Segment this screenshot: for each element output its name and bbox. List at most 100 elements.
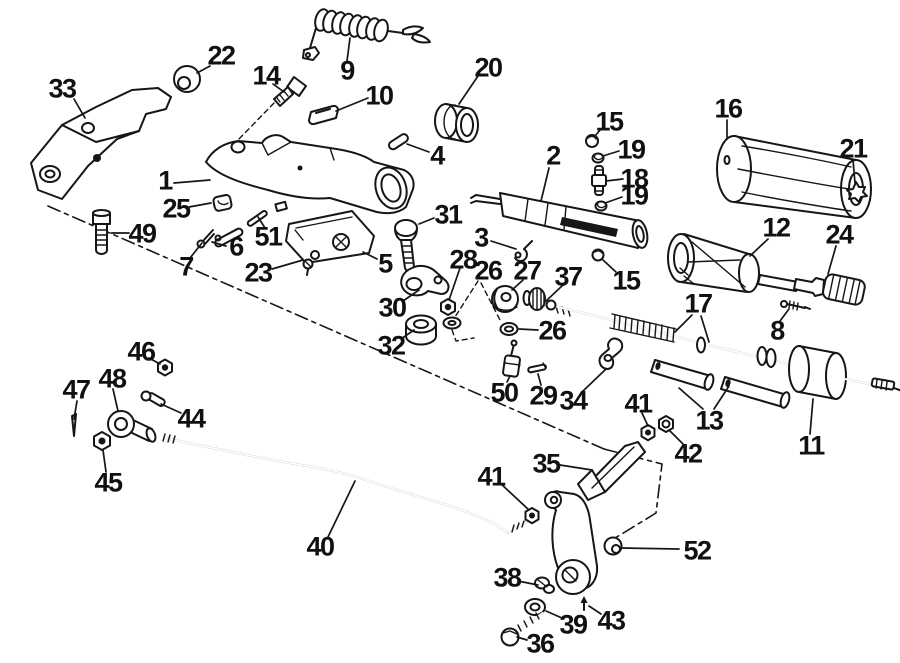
- leader-line-41-44: [499, 482, 530, 511]
- part-label-15-26: 15: [612, 265, 641, 296]
- leader-line-32-32: [400, 329, 415, 340]
- part-label-48-51: 48: [98, 363, 127, 394]
- part-label-2-16: 2: [546, 140, 561, 171]
- leader-line-38-46: [517, 580, 539, 586]
- leader-line-39-47: [545, 610, 563, 619]
- leader-line-46-50: [148, 357, 161, 365]
- part-41-nut-left-drawing: [524, 507, 540, 525]
- part-label-32-32: 32: [377, 330, 406, 361]
- part-31-bolt-drawing: [394, 219, 418, 273]
- leader-line-48-51: [112, 388, 119, 412]
- part-label-16-21: 16: [714, 93, 743, 124]
- leader-line-18-19: [605, 178, 624, 182]
- leader-line-24-24: [827, 245, 837, 275]
- leader-line-2-16: [540, 167, 550, 202]
- part-label-39-47: 39: [559, 609, 588, 640]
- leader-line-17-34: [674, 314, 693, 333]
- part-11-barrel-drawing: [788, 345, 900, 400]
- leader-line-42-42: [668, 429, 684, 445]
- part-45-nut-drawing: [93, 431, 111, 451]
- part-39-washer-drawing: [524, 598, 546, 616]
- part-label-19-20: 19: [620, 180, 649, 211]
- part-label-13-39: 13: [695, 405, 724, 436]
- part-label-7-10: 7: [179, 251, 194, 282]
- leader-line-4-6: [406, 143, 430, 153]
- part-40-shift-rod-drawing: [162, 433, 529, 534]
- leader-line-44-53: [160, 403, 182, 414]
- part-label-45-54: 45: [94, 467, 123, 498]
- part-label-51-12: 51: [254, 221, 283, 252]
- part-7-cotter-pin-drawing: [196, 229, 215, 249]
- part-4-pin-drawing: [387, 133, 409, 151]
- part-label-24-24: 24: [825, 219, 854, 250]
- leader-line-12-23: [749, 238, 769, 257]
- leader-line-19-20: [604, 196, 623, 204]
- leader-line-5-14: [362, 251, 378, 260]
- part-44-fitting-drawing: [140, 390, 166, 407]
- part-label-8-35: 8: [770, 315, 785, 346]
- part-34-anchor-clip-drawing: [598, 337, 624, 370]
- leader-line-13-39: [713, 385, 730, 410]
- leader-line-29-37: [537, 373, 542, 386]
- part-label-33-0: 33: [48, 73, 77, 104]
- part-41-nut-right-drawing: [640, 424, 656, 442]
- part-label-43-48: 43: [597, 605, 626, 636]
- part-22-cap-drawing: [173, 65, 201, 93]
- part-3-spring-clip-drawing: [514, 240, 533, 262]
- part-label-26-33: 26: [538, 315, 567, 346]
- leader-line-10-4: [335, 97, 369, 112]
- part-label-20-5: 20: [474, 52, 503, 83]
- part-label-49-9: 49: [128, 218, 157, 249]
- part-48-ball-joint-drawing: [107, 410, 157, 443]
- leader-line-15-26: [602, 259, 617, 273]
- part-15-cap-top-drawing: [585, 134, 599, 148]
- leader-lines: [73, 37, 856, 641]
- part-label-5-14: 5: [378, 248, 393, 279]
- part-52-washer-drawing: [603, 536, 623, 556]
- part-17-cable-drawing: [545, 299, 793, 368]
- part-10-clip-drawing: [308, 104, 339, 126]
- leader-line-14-2: [272, 83, 285, 93]
- part-6-link-drawing: [214, 227, 244, 248]
- leader-line-52-45: [621, 547, 680, 550]
- part-37-nut-drawing: [522, 287, 546, 311]
- part-43-pin-drawing: [580, 596, 588, 611]
- part-29-pin-drawing: [527, 362, 547, 374]
- part-label-23-13: 23: [244, 257, 273, 288]
- part-label-10-4: 10: [365, 80, 394, 111]
- part-label-28-27: 28: [449, 244, 478, 275]
- part-21-star-washer-drawing: [846, 181, 868, 203]
- part-label-27-29: 27: [513, 255, 542, 286]
- part-label-14-2: 14: [252, 60, 281, 91]
- part-19-seat-bottom-drawing: [594, 200, 608, 212]
- part-26-washer-bottom-drawing: [499, 322, 519, 336]
- part-label-36-49: 36: [526, 628, 555, 659]
- part-label-25-8: 25: [162, 193, 191, 224]
- leader-line-7-10: [189, 242, 203, 259]
- leader-line-15-17: [594, 128, 602, 137]
- part-label-9-3: 9: [340, 55, 355, 86]
- part-label-40-55: 40: [306, 531, 335, 562]
- part-8-screw-drawing: [780, 300, 811, 311]
- part-label-38-46: 38: [493, 562, 522, 593]
- part-28-nut-drawing: [440, 298, 456, 316]
- leader-line-40-55: [327, 480, 356, 538]
- part-25-bushing-drawing: [212, 194, 233, 212]
- leader-line-21-22: [852, 159, 856, 184]
- part-label-11-40: 11: [798, 430, 825, 461]
- leader-line-45-54: [102, 449, 107, 473]
- leader-line-25-8: [188, 202, 212, 208]
- leader-line-47-52: [73, 400, 78, 420]
- leader-line-33-0: [73, 98, 86, 119]
- part-label-34-38: 34: [559, 385, 588, 416]
- leader-line-22-1: [196, 65, 211, 74]
- part-label-41-44: 41: [477, 461, 506, 492]
- leader-line-28-27: [448, 267, 461, 301]
- part-13-tubes-drawing: [650, 359, 791, 409]
- leader-line-34-38: [581, 368, 607, 393]
- leader-line-27-29: [511, 279, 524, 291]
- leader-line-6-11: [211, 241, 227, 247]
- part-50-anchor-drawing: [502, 339, 521, 378]
- leader-line-17-34: [700, 315, 710, 343]
